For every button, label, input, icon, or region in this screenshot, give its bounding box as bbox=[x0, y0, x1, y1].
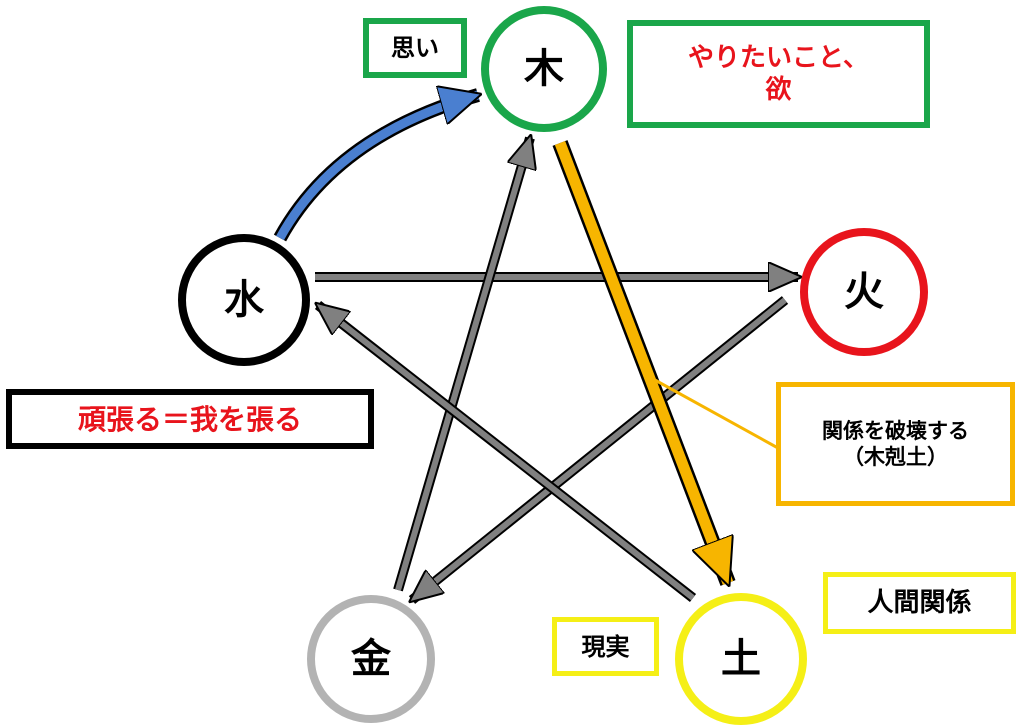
element-metal-label: 金 bbox=[350, 636, 392, 682]
arrow-water-to-wood bbox=[273, 88, 480, 242]
element-earth: 土 bbox=[675, 593, 807, 725]
thought-box: 思い bbox=[363, 18, 467, 78]
destroy-label-line1: 関係を破壊する bbox=[822, 418, 969, 443]
element-water-label: 水 bbox=[224, 277, 265, 323]
effort-label: 頑張る＝我を張る bbox=[77, 402, 302, 436]
element-earth-label: 土 bbox=[721, 636, 761, 682]
relationships-label: 人間関係 bbox=[867, 587, 972, 618]
element-fire: 火 bbox=[800, 228, 928, 356]
relationships-box: 人間関係 bbox=[823, 572, 1016, 634]
desire-box: やりたいこと、 欲 bbox=[627, 20, 930, 128]
element-fire-label: 火 bbox=[844, 269, 884, 315]
callout-line bbox=[654, 378, 779, 450]
destroy-label-line2: （木剋土） bbox=[843, 445, 948, 469]
reality-label: 現実 bbox=[581, 632, 630, 661]
destroy-box: 関係を破壊する （木剋土） bbox=[776, 382, 1015, 506]
reality-box: 現実 bbox=[552, 617, 659, 676]
desire-label-line1: やりたいこと、 bbox=[688, 42, 869, 73]
element-wood: 木 bbox=[481, 6, 607, 132]
element-water: 水 bbox=[178, 234, 310, 366]
thought-label: 思い bbox=[391, 34, 439, 62]
element-metal: 金 bbox=[307, 595, 435, 723]
effort-box: 頑張る＝我を張る bbox=[6, 389, 374, 449]
desire-label-line2: 欲 bbox=[765, 75, 792, 105]
element-wood-label: 木 bbox=[524, 46, 564, 92]
